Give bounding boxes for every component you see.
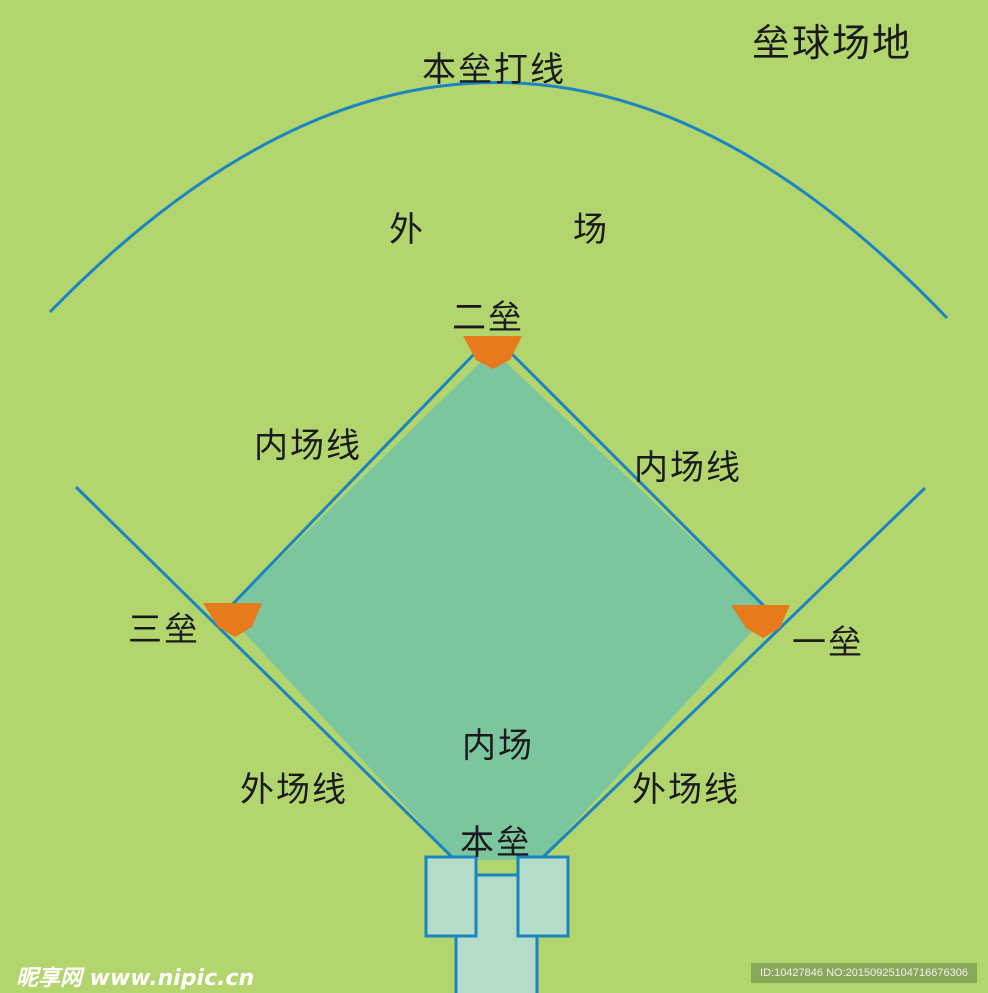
left-foul-line — [74, 485, 457, 862]
batter-box-right — [516, 855, 570, 938]
outfield-label-left: 外 — [389, 210, 425, 250]
home-run-arc — [48, 81, 949, 320]
second-base-icon — [463, 336, 522, 369]
infield-diamond — [225, 350, 770, 860]
infield-line-left-label: 内场线 — [254, 426, 362, 466]
infield-line-right — [506, 348, 772, 614]
right-foul-line — [538, 486, 927, 862]
outfield-label-right: 场 — [573, 210, 609, 250]
watermark: 昵享网 www.nipic.cn — [16, 966, 255, 991]
outfield-line-right-label: 外场线 — [632, 770, 740, 810]
infield-line-left — [223, 348, 480, 614]
batter-box-left — [424, 855, 478, 938]
home-run-line-label: 本垒打线 — [422, 50, 566, 90]
home-base-label: 本垒 — [460, 823, 532, 863]
first-base-icon — [731, 605, 790, 638]
second-base-label: 二垒 — [452, 298, 524, 338]
image-id-badge: ID:10427846 NO:20150925104716676306 — [751, 963, 977, 983]
third-base-icon — [203, 603, 262, 637]
outfield-line-left-label: 外场线 — [240, 770, 348, 810]
infield-label: 内场 — [462, 726, 534, 766]
infield-line-right-label: 内场线 — [634, 448, 742, 488]
diagram-title: 垒球场地 — [752, 21, 913, 65]
first-base-label: 一垒 — [792, 623, 864, 663]
third-base-label: 三垒 — [128, 610, 200, 650]
